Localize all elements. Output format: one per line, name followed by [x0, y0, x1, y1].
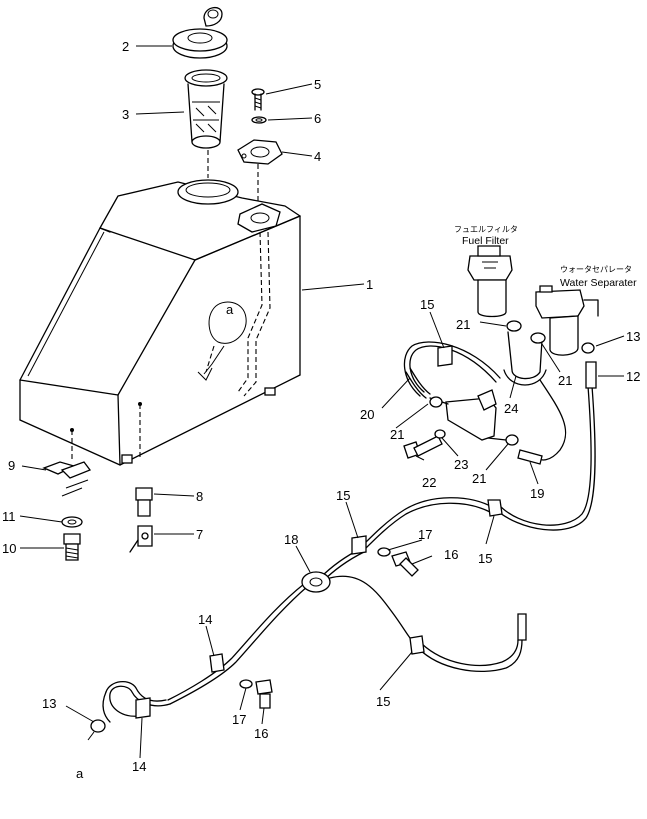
callout-11: 11 — [2, 509, 16, 524]
callout-8: 8 — [196, 489, 203, 504]
ref-a-tank-label: a — [226, 302, 234, 317]
fuel-filter-jp-label: フュエルフィルタ — [454, 225, 518, 234]
callout-7: 7 — [196, 527, 203, 542]
clamp-15-lower — [409, 635, 425, 655]
callout-2: 2 — [122, 39, 129, 54]
callout-13-bottom: 13 — [42, 696, 56, 711]
strainer — [184, 69, 228, 149]
washer-6 — [251, 116, 267, 124]
cap-13-bottom — [90, 719, 106, 733]
valve-7 — [129, 525, 153, 553]
ring-21-lower — [505, 434, 519, 446]
bracket-9 — [42, 461, 92, 497]
callout-24: 24 — [504, 401, 518, 416]
leader-lines — [19, 45, 625, 759]
callout-21-center: 21 — [390, 427, 404, 442]
water-separator — [535, 285, 599, 356]
callout-1: 1 — [366, 277, 373, 292]
clamp-15-mid — [351, 535, 367, 555]
callout-13-right: 13 — [626, 329, 640, 344]
callout-21-right: 21 — [558, 373, 572, 388]
callout-22: 22 — [422, 475, 436, 490]
callout-15-upper: 15 — [420, 297, 434, 312]
clamp-15-upper — [437, 345, 453, 367]
hose-20 — [405, 367, 431, 399]
washer-17-low — [239, 679, 253, 689]
bolt-16-mid — [391, 551, 419, 577]
tube-12 — [585, 361, 597, 389]
washer-11 — [61, 516, 83, 528]
callout-17-mid: 17 — [418, 527, 432, 542]
bolt-22 — [403, 435, 443, 459]
callout-5: 5 — [314, 77, 321, 92]
fuel-filter-en-label: Fuel Filter — [462, 235, 509, 247]
callout-15-right: 15 — [478, 551, 492, 566]
callout-18: 18 — [284, 532, 298, 547]
callout-6: 6 — [314, 111, 321, 126]
cap-13-right — [581, 342, 595, 354]
callout-4: 4 — [314, 149, 321, 164]
ring-21-right — [530, 332, 546, 344]
fuel-filter — [467, 245, 513, 318]
clamp-14-upper — [209, 653, 225, 673]
callout-14-lower: 14 — [132, 759, 146, 774]
callout-16-low: 16 — [254, 726, 268, 741]
fuel-tank — [19, 150, 301, 466]
callout-9: 9 — [8, 458, 15, 473]
bolt-16-low — [255, 679, 273, 709]
callout-23: 23 — [454, 457, 468, 472]
callout-21-upper: 21 — [456, 317, 470, 332]
callout-14-upper: 14 — [198, 612, 212, 627]
fitting-8 — [135, 487, 153, 517]
plate-4 — [237, 139, 283, 165]
water-separator-jp-label: ウォータセパレータ — [560, 265, 632, 274]
clamp-14-lower — [135, 697, 151, 719]
callout-numbers: 1 2 3 4 5 6 7 8 9 10 11 12 13 13 14 14 1… — [2, 39, 640, 774]
callout-10: 10 — [2, 541, 16, 556]
callout-12: 12 — [626, 369, 640, 384]
callout-15-lower: 15 — [376, 694, 390, 709]
component-labels: フュエルフィルタ Fuel Filter ウォータセパレータ Water Sep… — [76, 225, 637, 781]
ring-21-center — [429, 396, 443, 408]
bolt-5 — [251, 88, 265, 111]
callout-15-mid: 15 — [336, 488, 350, 503]
water-separator-en-label: Water Separater — [560, 277, 637, 289]
grommet-18 — [301, 571, 331, 593]
callout-16-mid: 16 — [444, 547, 458, 562]
ref-a-bottom-label: a — [76, 766, 84, 781]
bolt-10 — [63, 533, 81, 561]
clamp-15-right — [487, 499, 503, 517]
callout-17-low: 17 — [232, 712, 246, 727]
washer-17-mid — [377, 547, 391, 557]
filler-cap — [172, 7, 228, 59]
ring-21-upper — [506, 320, 522, 332]
callout-21-lower: 21 — [472, 471, 486, 486]
valve-block — [429, 389, 507, 441]
fitting-19 — [517, 449, 543, 465]
hose-lines — [102, 331, 596, 723]
callout-20: 20 — [360, 407, 374, 422]
washer-23 — [434, 429, 446, 439]
callout-3: 3 — [122, 107, 129, 122]
callout-19: 19 — [530, 486, 544, 501]
